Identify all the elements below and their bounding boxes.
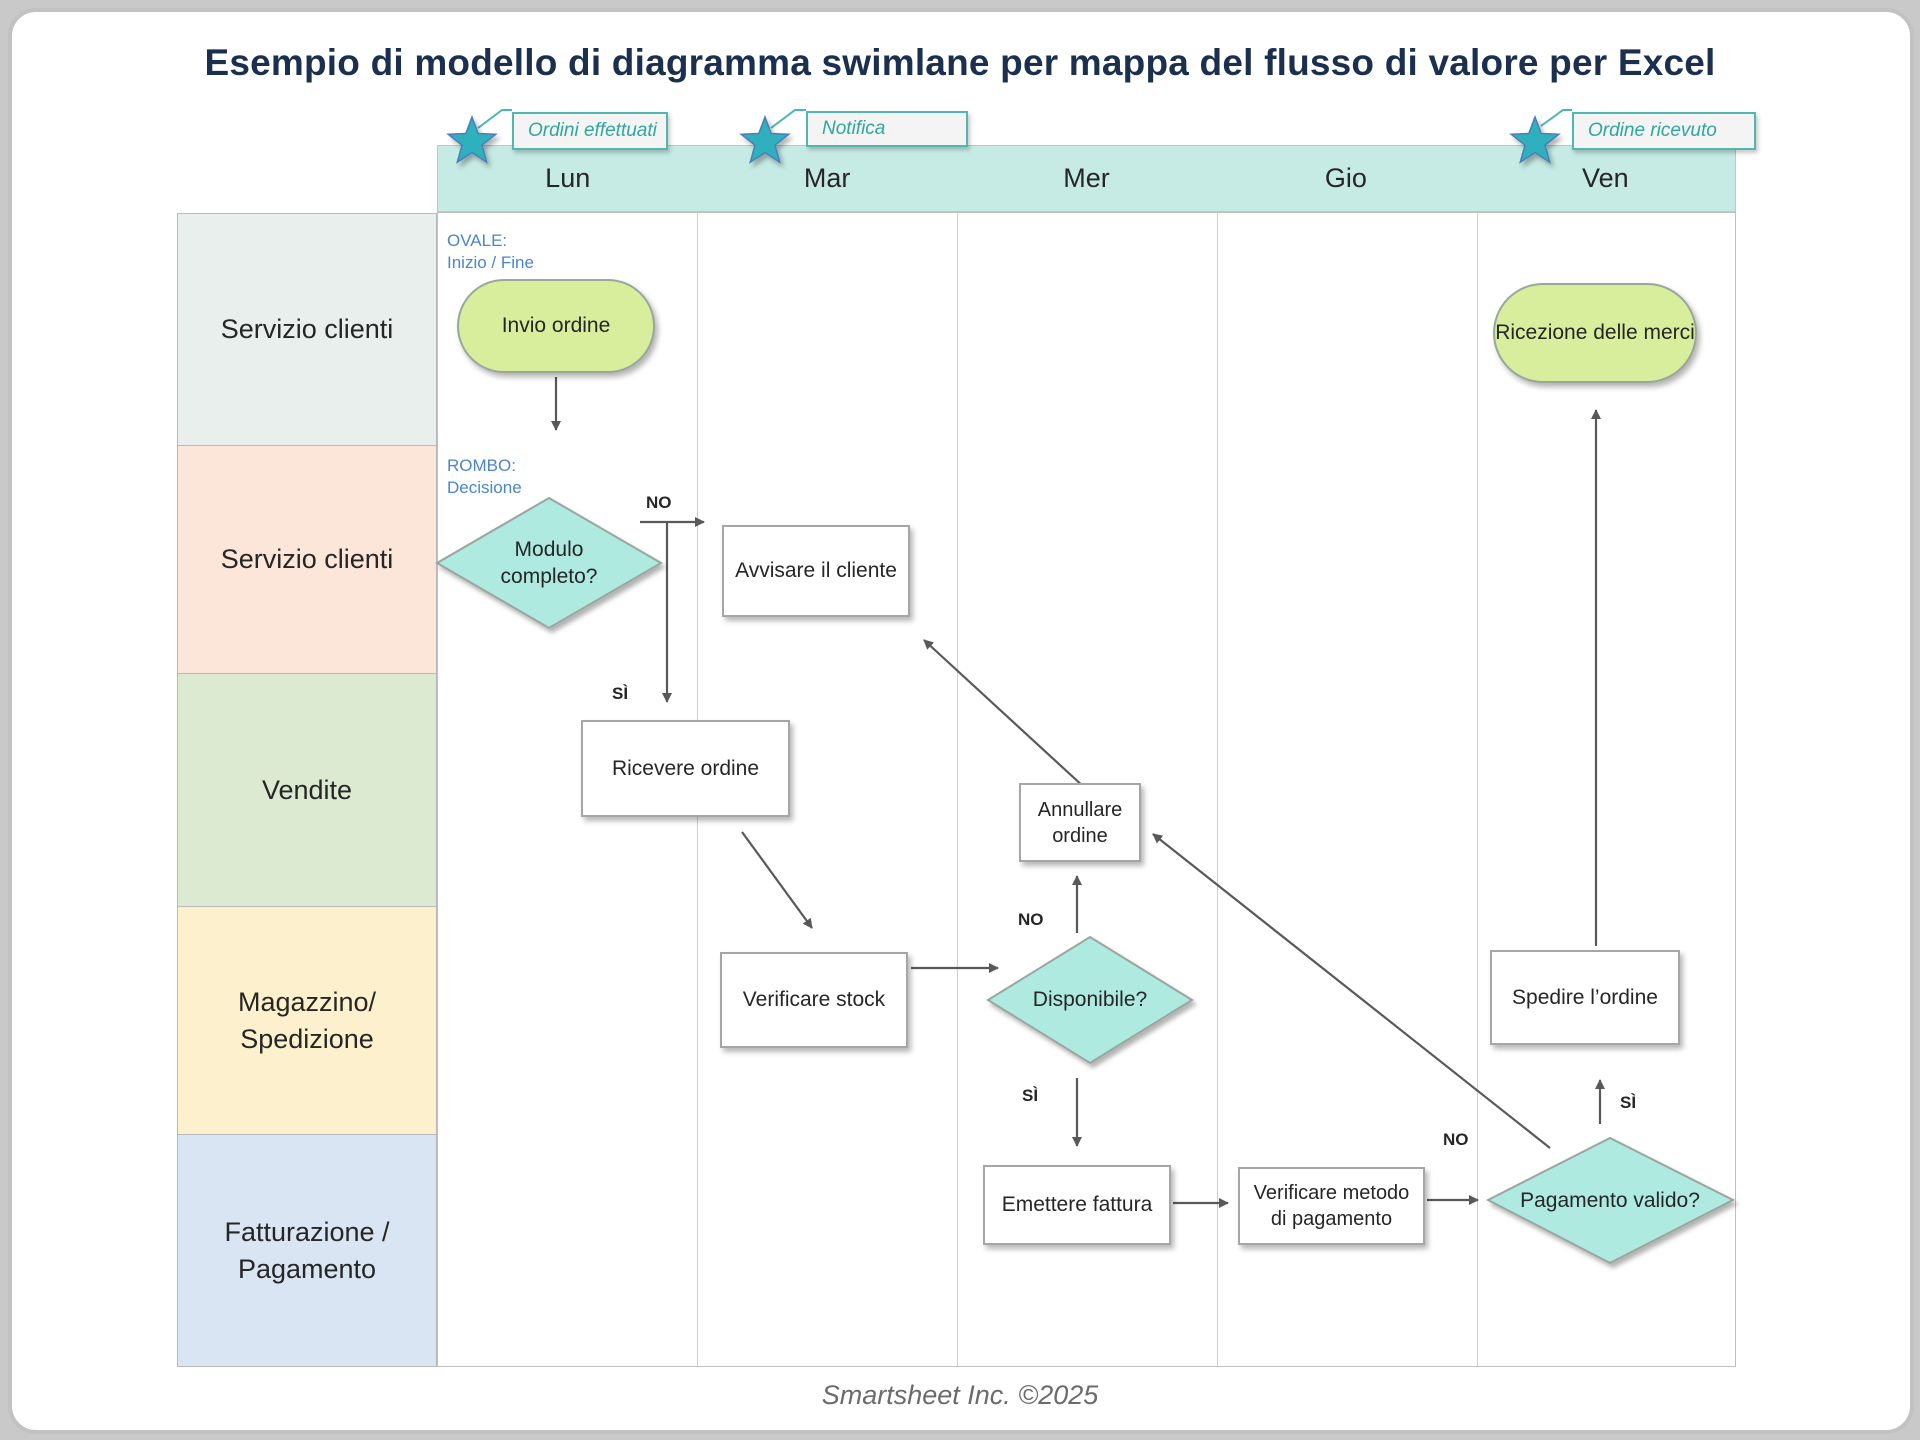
- branch-label-no-disponibile: NO: [1018, 910, 1044, 929]
- footer-copyright: Smartsheet Inc. ©2025: [821, 1380, 1099, 1410]
- annotation-rombo: ROMBO: Decisione: [447, 455, 522, 499]
- decision-pagamento-valido-label: Pagamento valido?: [1520, 1189, 1700, 1213]
- decision-disponibile-label: Disponibile?: [1032, 988, 1148, 1012]
- lane-vendite: Vendite: [177, 674, 437, 907]
- lane-magazzino-spedizione: Magazzino/ Spedizione: [177, 907, 437, 1135]
- shape-invio-ordine[interactable]: Invio ordine: [457, 279, 655, 373]
- column-separator-gio-ven: [1477, 213, 1478, 1366]
- shape-avvisare-cliente[interactable]: Avvisare il cliente: [722, 525, 910, 617]
- column-separator-mar-mer: [957, 213, 958, 1366]
- annotation-ovale: OVALE: Inizio / Fine: [447, 230, 534, 274]
- annotation-ovale-line1: OVALE:: [447, 231, 508, 250]
- branch-label-si-pagamento: SÌ: [1620, 1093, 1637, 1112]
- day-header-lun: Lun: [545, 163, 591, 193]
- annotation-ovale-line2: Inizio / Fine: [447, 253, 534, 273]
- branch-label-si-modulo: SÌ: [612, 684, 629, 703]
- marker-label-ordine-ricevuto[interactable]: Ordine ricevuto: [1572, 112, 1756, 150]
- swimlane-label-column: Servizio clienti Servizio clienti Vendit…: [177, 213, 437, 1367]
- day-header-mar: Mar: [803, 163, 851, 193]
- branch-label-no-modulo: NO: [646, 493, 672, 512]
- shape-annullare-ordine[interactable]: Annullare ordine: [1019, 783, 1141, 862]
- day-header-mer: Mer: [1063, 163, 1110, 193]
- lane-servizio-clienti-1: Servizio clienti: [177, 213, 437, 446]
- annotation-rombo-line2: Decisione: [447, 478, 522, 498]
- column-separator-mer-gio: [1217, 213, 1218, 1366]
- marker-label-notifica[interactable]: Notifica: [806, 111, 968, 147]
- weekday-header-band: Lun Mar Mer Gio Ven: [437, 145, 1736, 212]
- shape-emettere-fattura[interactable]: Emettere fattura: [983, 1165, 1171, 1245]
- day-header-gio: Gio: [1324, 163, 1367, 193]
- annotation-rombo-line1: ROMBO:: [447, 456, 516, 475]
- shape-spedire-ordine[interactable]: Spedire l’ordine: [1490, 950, 1680, 1045]
- decision-modulo-completo-label: Modulo completo?: [500, 537, 598, 588]
- page-title: Esempio di modello di diagramma swimlane…: [204, 42, 1716, 83]
- shape-verificare-stock[interactable]: Verificare stock: [720, 952, 908, 1048]
- shape-ricevere-ordine[interactable]: Ricevere ordine: [581, 720, 790, 817]
- marker-label-ordini-effettuati[interactable]: Ordini effettuati: [512, 112, 668, 150]
- shape-verificare-metodo[interactable]: Verificare metodo di pagamento: [1238, 1167, 1425, 1245]
- lane-fatturazione-pagamento: Fatturazione / Pagamento: [177, 1135, 437, 1367]
- branch-label-si-disponibile: SÌ: [1022, 1086, 1039, 1105]
- branch-label-no-pagamento: NO: [1443, 1130, 1469, 1149]
- lane-servizio-clienti-2: Servizio clienti: [177, 446, 437, 674]
- day-header-ven: Ven: [1582, 163, 1629, 193]
- shape-ricezione-merci[interactable]: Ricezione delle merci: [1493, 283, 1697, 383]
